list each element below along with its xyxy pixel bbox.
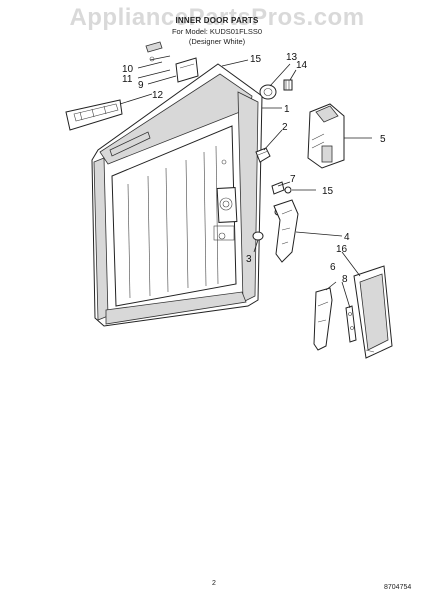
page-number: 2 bbox=[212, 580, 216, 587]
callout-3: 3 bbox=[246, 254, 252, 265]
diagram-code: 8704754 bbox=[384, 584, 412, 591]
spring-clip bbox=[255, 147, 271, 163]
callout-9: 9 bbox=[138, 80, 144, 91]
callout-12: 12 bbox=[152, 90, 164, 101]
callout-16: 16 bbox=[336, 244, 348, 255]
callout-13: 13 bbox=[286, 52, 298, 63]
dispenser-rod bbox=[345, 305, 357, 343]
diagram-title: INNER DOOR PARTS bbox=[175, 16, 259, 25]
inner-door-panel bbox=[91, 63, 263, 327]
color-line: (Designer White) bbox=[188, 37, 246, 46]
callout-7: 7 bbox=[290, 174, 296, 185]
latch-strip bbox=[313, 287, 333, 351]
callout-10: 10 bbox=[122, 64, 134, 75]
callout-4: 4 bbox=[344, 232, 350, 243]
door-bumper bbox=[252, 231, 264, 241]
door-handle-bracket bbox=[65, 99, 123, 131]
latch-lever bbox=[273, 199, 299, 263]
callout-8: 8 bbox=[342, 274, 348, 285]
side-trim-panel bbox=[353, 265, 393, 359]
callout-numbers: 10 11 9 12 15 13 14 1 5 2 7 15 4 3 16 6 … bbox=[122, 52, 386, 285]
watermark: AppliancePartsPros.com bbox=[69, 4, 365, 31]
leader-lines bbox=[119, 59, 372, 309]
callout-5: 5 bbox=[380, 134, 386, 145]
callout-1: 1 bbox=[284, 104, 290, 115]
callout-14: 14 bbox=[296, 60, 308, 71]
model-line: For Model: KUDS01FLSS0 bbox=[171, 27, 263, 36]
callout-6: 6 bbox=[330, 262, 336, 273]
dial-knob-and-bearing bbox=[259, 79, 293, 100]
callout-15-mid: 15 bbox=[322, 186, 334, 197]
callout-2: 2 bbox=[282, 122, 288, 133]
callout-11: 11 bbox=[122, 74, 133, 85]
latch-cover-assembly bbox=[145, 41, 199, 83]
callout-15-top: 15 bbox=[250, 54, 262, 65]
control-housing bbox=[307, 103, 345, 169]
